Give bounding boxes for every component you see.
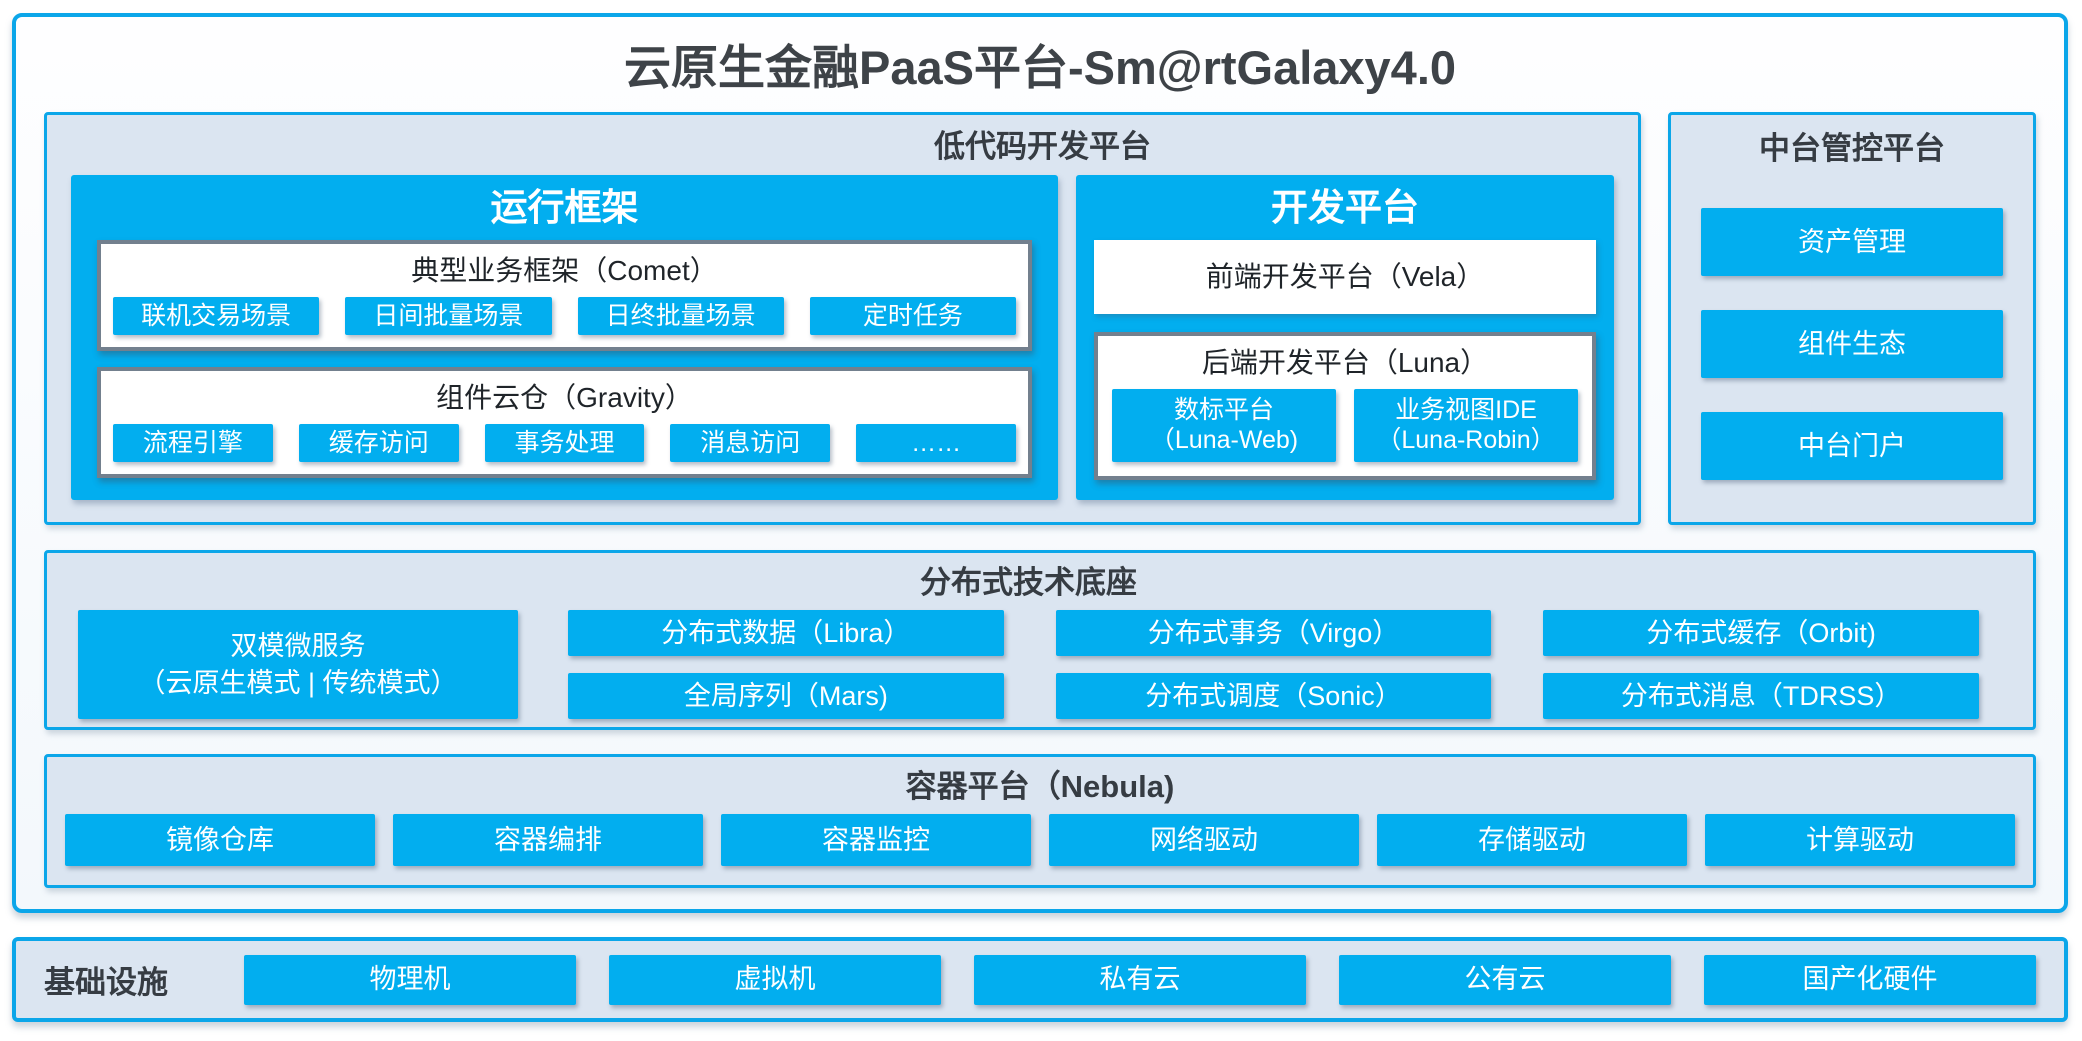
infra-item-domestic-hardware: 国产化硬件 <box>1704 954 2036 1005</box>
box-gravity-warehouse: 组件云仓（Gravity） 流程引擎 缓存访问 事务处理 消息访问 …… <box>97 366 1032 478</box>
comet-title: 典型业务框架（Comet） <box>411 254 718 286</box>
panel-runtime-framework: 运行框架 典型业务框架（Comet） 联机交易场景 日间批量场景 日终批量场景 … <box>71 175 1058 500</box>
distributed-grid: 分布式数据（Libra） 分布式事务（Virgo） 分布式缓存（Orbit) 全… <box>568 610 1979 720</box>
mid-item-portal: 中台门户 <box>1701 412 2003 481</box>
section-infrastructure: 基础设施 物理机 虚拟机 私有云 公有云 国产化硬件 <box>12 937 2068 1022</box>
luna-title: 后端开发平台（Luna） <box>1201 346 1489 378</box>
distributed-item-message-tdrss: 分布式消息（TDRSS） <box>1543 673 1979 720</box>
comet-item-eod-batch: 日终批量场景 <box>577 296 784 335</box>
mid-item-asset-management: 资产管理 <box>1701 208 2003 277</box>
luna-web-line2: （Luna-Web) <box>1149 426 1299 455</box>
comet-items: 联机交易场景 日间批量场景 日终批量场景 定时任务 <box>113 296 1016 335</box>
infra-item-private-cloud: 私有云 <box>974 954 1306 1005</box>
container-platform-title: 容器平台（Nebula) <box>905 769 1175 804</box>
gravity-items: 流程引擎 缓存访问 事务处理 消息访问 …… <box>113 424 1016 462</box>
infra-item-physical-machine: 物理机 <box>244 954 576 1005</box>
dual-mode-line2: （云原生模式 | 传统模式） <box>138 667 458 698</box>
distributed-title: 分布式技术底座 <box>920 565 1137 600</box>
container-item-compute-driver: 计算驱动 <box>1705 814 2015 867</box>
box-comet-framework: 典型业务框架（Comet） 联机交易场景 日间批量场景 日终批量场景 定时任务 <box>97 239 1032 351</box>
section-distributed-tech-base: 分布式技术底座 双模微服务 （云原生模式 | 传统模式） 分布式数据（Libra… <box>44 550 2036 730</box>
gravity-item-message-access: 消息访问 <box>670 424 831 462</box>
infrastructure-title: 基础设施 <box>44 965 168 1000</box>
comet-item-scheduled-task: 定时任务 <box>809 296 1016 335</box>
container-item-image-registry: 镜像仓库 <box>65 814 375 867</box>
gravity-item-process-engine: 流程引擎 <box>113 424 273 462</box>
gravity-item-more: …… <box>856 424 1016 462</box>
distributed-item-sequence-mars: 全局序列（Mars) <box>568 673 1004 720</box>
mid-platform-title: 中台管控平台 <box>1759 131 1945 166</box>
page-title: 云原生金融PaaS平台-Sm@rtGalaxy4.0 <box>623 41 1457 94</box>
distributed-body: 双模微服务 （云原生模式 | 传统模式） 分布式数据（Libra） 分布式事务（… <box>78 610 1979 720</box>
container-item-storage-driver: 存储驱动 <box>1377 814 1687 867</box>
container-item-network-driver: 网络驱动 <box>1049 814 1359 867</box>
box-vela-frontend: 前端开发平台（Vela） <box>1094 239 1596 314</box>
infrastructure-items: 物理机 虚拟机 私有云 公有云 国产化硬件 <box>244 954 2036 1005</box>
comet-item-online-trading: 联机交易场景 <box>113 296 320 335</box>
low-code-platform-title: 低代码开发平台 <box>934 129 1151 164</box>
luna-robin-line2: （Luna-Robin） <box>1376 426 1556 455</box>
top-row: 低代码开发平台 运行框架 典型业务框架（Comet） 联机交易场景 日间批量场景… <box>44 112 2036 525</box>
panel-dev-platform: 开发平台 前端开发平台（Vela） 后端开发平台（Luna） 数标平台 （Lun… <box>1076 175 1614 500</box>
mid-item-component-ecosystem: 组件生态 <box>1701 310 2003 379</box>
dev-platform-title: 开发平台 <box>1271 187 1419 229</box>
luna-robin-line1: 业务视图IDE <box>1395 396 1537 425</box>
platform-container: 云原生金融PaaS平台-Sm@rtGalaxy4.0 低代码开发平台 运行框架 … <box>12 13 2068 913</box>
infra-item-virtual-machine: 虚拟机 <box>609 954 941 1005</box>
section-mid-platform-control: 中台管控平台 资产管理 组件生态 中台门户 <box>1668 112 2036 525</box>
gravity-item-cache-access: 缓存访问 <box>298 424 459 462</box>
dual-mode-microservice: 双模微服务 （云原生模式 | 传统模式） <box>78 610 518 720</box>
distributed-item-transaction-virgo: 分布式事务（Virgo） <box>1055 610 1492 657</box>
distributed-item-scheduling-sonic: 分布式调度（Sonic） <box>1055 673 1492 720</box>
container-item-monitoring: 容器监控 <box>721 814 1031 867</box>
section-container-platform: 容器平台（Nebula) 镜像仓库 容器编排 容器监控 网络驱动 存储驱动 计算… <box>44 754 2036 888</box>
gravity-title: 组件云仓（Gravity） <box>436 381 693 413</box>
container-platform-items: 镜像仓库 容器编排 容器监控 网络驱动 存储驱动 计算驱动 <box>65 814 2015 867</box>
container-item-orchestration: 容器编排 <box>393 814 703 867</box>
luna-item-robin: 业务视图IDE （Luna-Robin） <box>1354 388 1578 462</box>
infra-item-public-cloud: 公有云 <box>1339 954 1671 1005</box>
vela-title: 前端开发平台（Vela） <box>1205 260 1485 292</box>
dual-mode-line1: 双模微服务 <box>230 631 366 662</box>
luna-web-line1: 数标平台 <box>1173 396 1274 425</box>
comet-item-daytime-batch: 日间批量场景 <box>345 296 552 335</box>
luna-item-web: 数标平台 （Luna-Web) <box>1112 388 1336 462</box>
runtime-framework-title: 运行框架 <box>490 187 639 229</box>
distributed-item-cache-orbit: 分布式缓存（Orbit) <box>1543 610 1979 657</box>
box-luna-backend: 后端开发平台（Luna） 数标平台 （Luna-Web) 业务视图IDE （Lu… <box>1094 331 1596 480</box>
distributed-item-data-libra: 分布式数据（Libra） <box>568 610 1004 657</box>
mid-platform-items: 资产管理 组件生态 中台门户 <box>1671 166 2033 481</box>
luna-items: 数标平台 （Luna-Web) 业务视图IDE （Luna-Robin） <box>1112 388 1578 462</box>
section-low-code-platform: 低代码开发平台 运行框架 典型业务框架（Comet） 联机交易场景 日间批量场景… <box>44 112 1641 525</box>
low-code-body: 运行框架 典型业务框架（Comet） 联机交易场景 日间批量场景 日终批量场景 … <box>47 175 1638 522</box>
gravity-item-transaction: 事务处理 <box>484 424 645 462</box>
